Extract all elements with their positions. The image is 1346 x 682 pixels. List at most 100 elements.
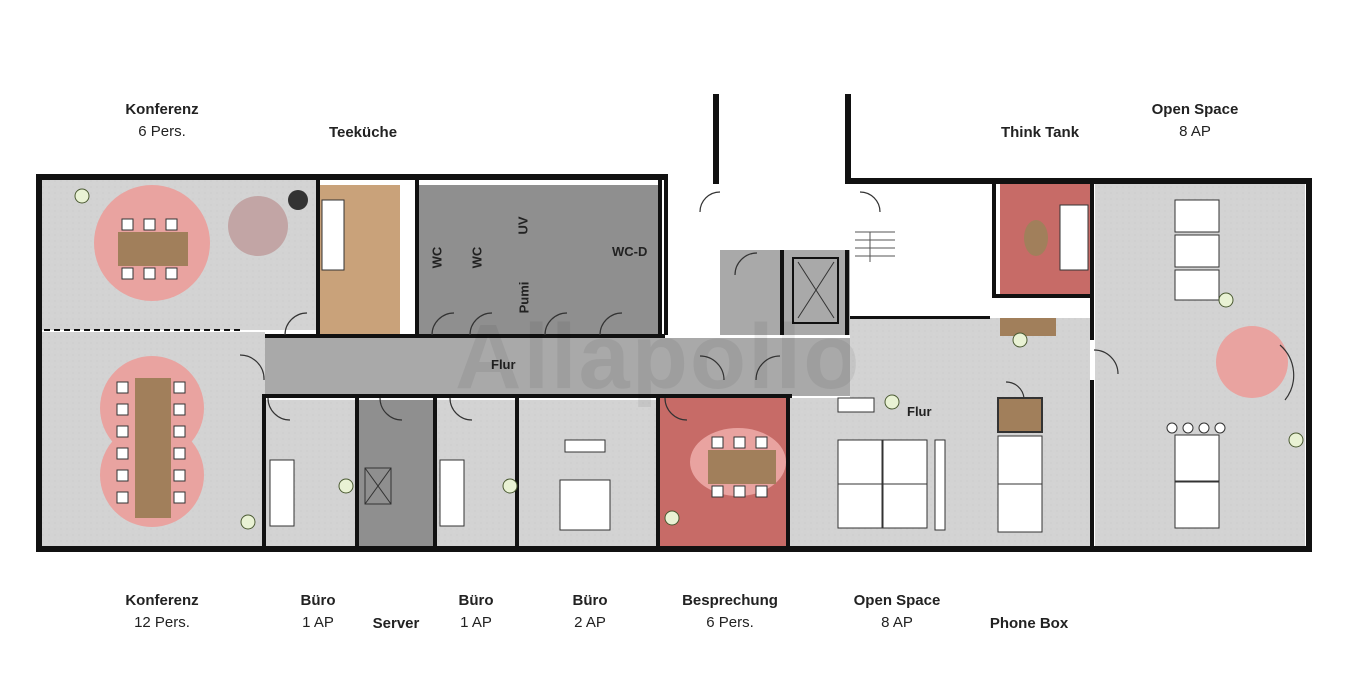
wall-wc-right <box>658 180 662 338</box>
desk-ost-3 <box>1174 269 1220 301</box>
chair-besp-bottom-0 <box>711 485 724 498</box>
wall-bottom-row-2 <box>355 396 359 548</box>
plant-7 <box>1288 432 1304 448</box>
chair-os-row-0 <box>1166 422 1178 434</box>
door-open-space-right <box>1279 344 1295 401</box>
plant-0 <box>74 188 90 204</box>
wall-bottom-row-4 <box>515 396 519 548</box>
table-konferenz-12 <box>135 378 171 518</box>
wall-lift <box>780 250 784 335</box>
label-buero-1b-name: Büro <box>458 592 494 609</box>
chair-konf12-right-5 <box>173 491 186 504</box>
chair-os-row-3 <box>1214 422 1226 434</box>
door-wc-1 <box>431 312 455 336</box>
label-think-tank-name: Think Tank <box>1000 124 1080 141</box>
desk-osb-6 <box>997 483 1043 533</box>
think-tank-sofa <box>1059 204 1089 271</box>
label-teekueche: Teeküche <box>313 122 413 144</box>
plant-2 <box>338 478 354 494</box>
chair-besp-bottom-1 <box>733 485 746 498</box>
desk-buero-1a <box>269 459 295 527</box>
chair-konf6-bottom-2 <box>165 267 178 280</box>
desk-osb-1 <box>837 439 883 485</box>
label-teekueche-name: Teeküche <box>328 124 398 141</box>
chair-konf12-left-3 <box>116 447 129 460</box>
wall-bottom <box>36 546 1312 552</box>
chairs <box>116 218 1226 504</box>
chair-konf12-right-3 <box>173 447 186 460</box>
door-wc-4 <box>599 312 623 336</box>
chair-konf12-left-1 <box>116 403 129 416</box>
wall-teekueche-left <box>316 180 320 338</box>
chair-besp-top-2 <box>755 436 768 449</box>
flur-right-table <box>1000 318 1056 336</box>
label-open-space-top-name: Open Space <box>1151 101 1239 118</box>
label-buero-2-name: Büro <box>572 592 608 609</box>
desk-ost-1 <box>1174 199 1220 233</box>
label-open-space-top-sub: 8 AP <box>1179 123 1211 140</box>
wall-shaft-right <box>845 94 851 184</box>
desk-buero-1b <box>439 459 465 527</box>
label-konferenz-6-sub: 6 Pers. <box>138 123 186 140</box>
desk-osb-side <box>934 439 946 531</box>
wall-corridor-top <box>265 334 665 338</box>
walls <box>36 94 1312 552</box>
wall-right <box>1306 178 1312 552</box>
desk-ost-5 <box>1174 481 1220 529</box>
door-wc-2 <box>469 312 493 336</box>
chair-besp-top-0 <box>711 436 724 449</box>
label-konferenz-12: Konferenz 12 Pers. <box>112 590 212 634</box>
chair-konf12-right-0 <box>173 381 186 394</box>
chair-konf6-bottom-0 <box>121 267 134 280</box>
tables <box>118 199 1089 518</box>
chair-konf12-right-2 <box>173 425 186 438</box>
label-open-space-top: Open Space 8 AP <box>1140 99 1250 143</box>
label-konferenz-12-name: Konferenz <box>125 592 199 609</box>
chair-besp-bottom-2 <box>755 485 768 498</box>
label-phone-box-name: Phone Box <box>989 615 1069 632</box>
chair-konf12-left-5 <box>116 491 129 504</box>
label-wc-1: WC <box>429 246 445 269</box>
stairs <box>364 231 895 505</box>
wall-top-left <box>36 174 668 180</box>
label-flur-main: Flur <box>491 357 516 372</box>
wall-bottom-row-5 <box>656 396 660 548</box>
desk-osb-4 <box>882 483 928 529</box>
label-uv: UV <box>515 216 531 235</box>
shelf-buero-2 <box>564 439 606 453</box>
wall-think-tank-left <box>992 183 996 298</box>
label-phone-box: Phone Box <box>974 613 1084 635</box>
door-stair-1 <box>699 191 721 213</box>
chair-os-row-2 <box>1198 422 1210 434</box>
label-buero-1b-sub: 1 AP <box>460 614 492 631</box>
door-lift <box>734 252 758 276</box>
server-cross <box>364 467 392 505</box>
chair-konf6-top-2 <box>165 218 178 231</box>
label-buero-1a: Büro 1 AP <box>278 590 358 634</box>
chair-konf12-left-4 <box>116 469 129 482</box>
label-server-name: Server <box>372 615 420 632</box>
plant-3 <box>502 478 518 494</box>
plant-dark-0 <box>288 190 308 210</box>
label-buero-2-sub: 2 AP <box>574 614 606 631</box>
chair-konf6-top-0 <box>121 218 134 231</box>
plant-6 <box>1218 292 1234 308</box>
rug-lounge <box>228 196 288 256</box>
wall-left <box>36 174 42 552</box>
label-konferenz-6: Konferenz 6 Pers. <box>112 99 212 143</box>
stair-lines <box>855 231 895 262</box>
door-wc-3 <box>544 312 568 336</box>
plant-4 <box>664 510 680 526</box>
watermark: Allapollo <box>455 306 862 408</box>
desk-ost-2 <box>1174 234 1220 268</box>
door-corridor-mid-a <box>699 355 725 381</box>
lift-cross <box>797 261 835 319</box>
door-open-space <box>1093 349 1119 375</box>
plants <box>74 188 1304 530</box>
label-buero-2: Büro 2 AP <box>550 590 630 634</box>
wall-think-tank-bottom <box>992 294 1092 298</box>
phone-box <box>997 397 1043 433</box>
stair-core-floor <box>720 250 850 335</box>
chair-konf12-left-2 <box>116 425 129 438</box>
